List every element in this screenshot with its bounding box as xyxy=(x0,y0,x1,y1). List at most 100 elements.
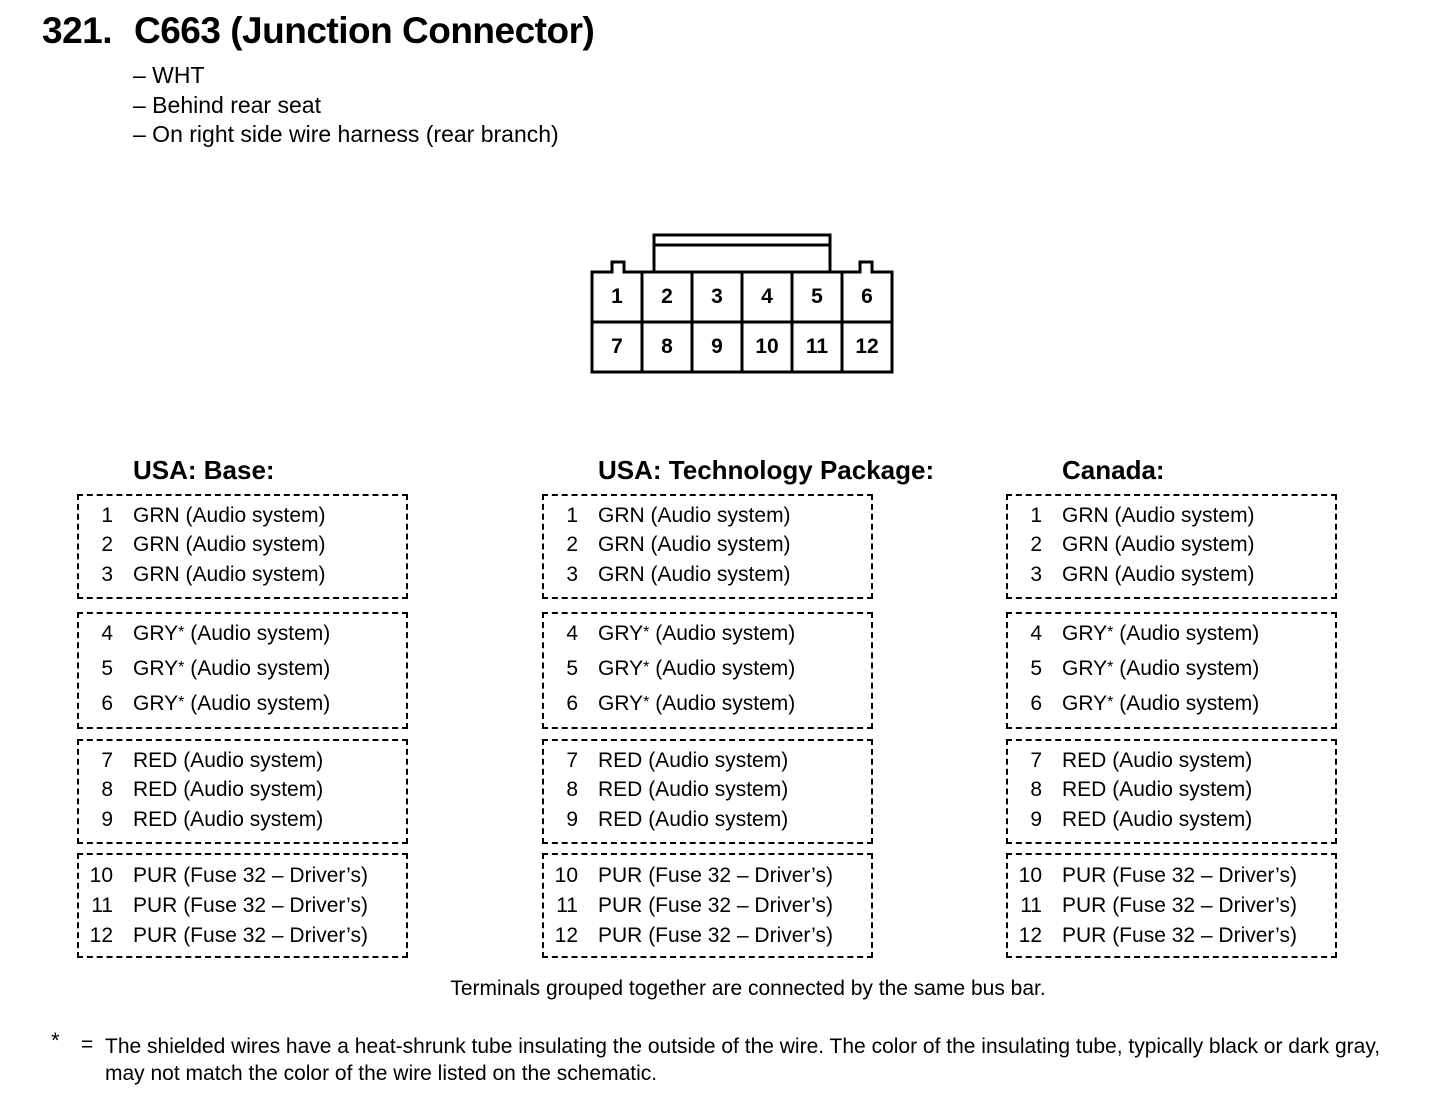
wire-color: GRY xyxy=(133,657,179,680)
circuit-description: (Audio system) xyxy=(190,622,331,645)
circuit-description: (Audio system) xyxy=(655,657,796,680)
terminal-description: GRN (Audio system) xyxy=(1062,563,1255,587)
wire-color: PUR xyxy=(598,864,643,887)
circuit-description: (Audio system) xyxy=(183,808,324,831)
footnote-symbol: * xyxy=(51,1028,60,1053)
terminal-description: GRY* (Audio system) xyxy=(598,692,795,716)
circuit-description: (Fuse 32 – Driver’s) xyxy=(183,924,368,947)
shielded-marker: * xyxy=(178,624,185,641)
terminal-description: RED (Audio system) xyxy=(598,808,788,832)
circuit-description: (Audio system) xyxy=(1119,657,1260,680)
circuit-description: (Audio system) xyxy=(183,749,324,772)
wire-color: GRY xyxy=(598,657,644,680)
circuit-description: (Audio system) xyxy=(185,563,326,586)
terminal-number: 3 xyxy=(566,563,578,586)
wire-color: PUR xyxy=(1062,864,1107,887)
terminal-description: PUR (Fuse 32 – Driver’s) xyxy=(1062,924,1297,948)
terminal-description: PUR (Fuse 32 – Driver’s) xyxy=(598,924,833,948)
terminal-number: 8 xyxy=(1030,778,1042,801)
circuit-description: (Audio system) xyxy=(190,692,331,715)
wire-color: PUR xyxy=(1062,924,1107,947)
terminal-group: 10 PUR (Fuse 32 – Driver’s) 11 PUR (Fuse 32… xyxy=(77,853,408,958)
terminal-description: RED (Audio system) xyxy=(1062,749,1252,773)
shielded-marker: * xyxy=(178,659,185,676)
terminal-number: 12 xyxy=(1018,924,1042,947)
terminal-number: 10 xyxy=(554,864,578,887)
detail-harness: – On right side wire harness (rear branc… xyxy=(133,121,559,147)
terminal-number: 10 xyxy=(1018,864,1042,887)
wire-color: PUR xyxy=(598,894,643,917)
terminal-number: 4 xyxy=(101,622,113,645)
circuit-description: (Audio system) xyxy=(183,778,324,801)
terminal-number: 3 xyxy=(1030,563,1042,586)
connector-pin-label: 3 xyxy=(711,285,723,308)
wire-color: GRN xyxy=(133,563,180,586)
terminal-number: 5 xyxy=(101,657,113,680)
shielded-marker: * xyxy=(178,694,185,711)
section-number: 321. xyxy=(42,10,113,51)
circuit-description: (Audio system) xyxy=(648,808,789,831)
terminal-description: RED (Audio system) xyxy=(598,749,788,773)
wire-color: PUR xyxy=(1062,894,1107,917)
terminal-number: 10 xyxy=(89,864,113,887)
wire-color: RED xyxy=(598,778,643,801)
detail-location: – Behind rear seat xyxy=(133,91,321,118)
terminal-number: 3 xyxy=(101,563,113,586)
circuit-description: (Fuse 32 – Driver’s) xyxy=(648,894,833,917)
wire-color: GRN xyxy=(598,504,645,527)
terminal-number: 5 xyxy=(1030,657,1042,680)
terminal-number: 7 xyxy=(1030,749,1042,772)
bus-bar-caption: Terminals grouped together are connected… xyxy=(450,977,1046,1000)
wire-color: GRY xyxy=(1062,657,1108,680)
wire-color: GRN xyxy=(598,533,645,556)
wire-color: PUR xyxy=(133,864,178,887)
terminal-number: 2 xyxy=(1030,533,1042,556)
connector-pin-label: 9 xyxy=(711,335,723,358)
circuit-description: (Audio system) xyxy=(1112,808,1253,831)
heading-usa-base: USA: Base: xyxy=(133,455,275,485)
terminal-description: GRN (Audio system) xyxy=(1062,504,1255,528)
shielded-marker: * xyxy=(1107,694,1114,711)
terminal-description: GRY* (Audio system) xyxy=(598,622,795,646)
wire-color: RED xyxy=(1062,749,1107,772)
terminal-description: RED (Audio system) xyxy=(133,778,323,802)
circuit-description: (Audio system) xyxy=(1112,778,1253,801)
connector-pin-label: 6 xyxy=(861,285,873,308)
terminal-description: GRN (Audio system) xyxy=(1062,533,1255,557)
terminal-description: RED (Audio system) xyxy=(1062,808,1252,832)
circuit-description: (Fuse 32 – Driver’s) xyxy=(183,894,368,917)
wire-color: GRN xyxy=(133,504,180,527)
terminal-description: GRN (Audio system) xyxy=(598,533,791,557)
shielded-marker: * xyxy=(1107,624,1114,641)
heading-canada: Canada: xyxy=(1062,455,1165,485)
footnote-text: The shielded wires have a heat-shrunk tu… xyxy=(105,1035,1381,1085)
terminal-description: PUR (Fuse 32 – Driver’s) xyxy=(133,864,368,888)
connector-outline xyxy=(590,233,894,374)
shielded-marker: * xyxy=(643,659,650,676)
circuit-description: (Audio system) xyxy=(190,657,331,680)
detail-color: – WHT xyxy=(133,62,205,88)
terminal-description: GRN (Audio system) xyxy=(133,504,326,528)
circuit-description: (Audio system) xyxy=(1114,504,1255,527)
connector-pin-label: 12 xyxy=(855,335,879,358)
terminal-number: 11 xyxy=(91,894,113,917)
circuit-description: (Audio system) xyxy=(1114,563,1255,586)
shielded-marker: * xyxy=(643,694,650,711)
wire-color: GRN xyxy=(1062,563,1109,586)
circuit-description: (Audio system) xyxy=(650,533,791,556)
terminal-description: PUR (Fuse 32 – Driver’s) xyxy=(598,894,833,918)
shielded-marker: * xyxy=(643,624,650,641)
terminal-number: 12 xyxy=(554,924,578,947)
page-title: 321.C663 (Junction Connector) xyxy=(42,10,595,52)
wire-color: RED xyxy=(598,808,643,831)
terminal-number: 1 xyxy=(566,504,578,527)
terminal-description: GRN (Audio system) xyxy=(133,563,326,587)
circuit-description: (Fuse 32 – Driver’s) xyxy=(1112,924,1297,947)
circuit-description: (Audio system) xyxy=(185,533,326,556)
